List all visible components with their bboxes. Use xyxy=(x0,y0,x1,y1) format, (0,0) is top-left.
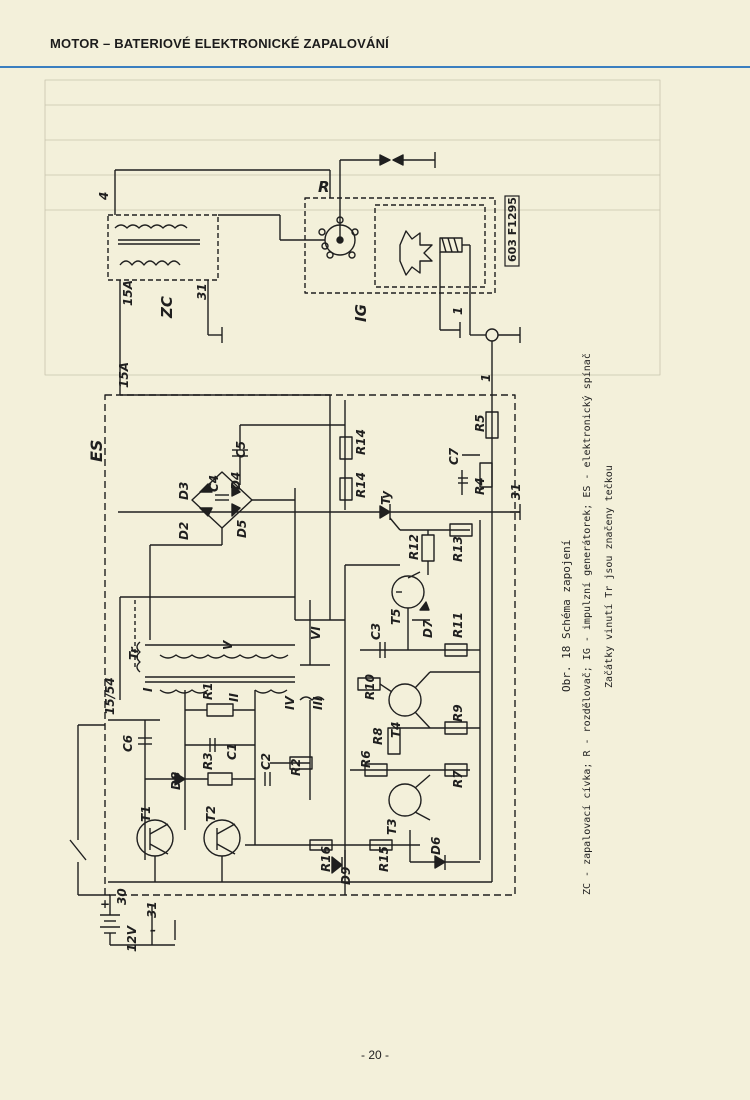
page-title: MOTOR – BATERIOVÉ ELEKTRONICKÉ ZAPALOVÁN… xyxy=(50,36,389,51)
label-terminal-31-battery: 31 xyxy=(145,901,159,918)
label-c4: C4 xyxy=(207,475,221,492)
label-terminal-30: 30 xyxy=(115,888,129,905)
label-c6: C6 xyxy=(121,735,135,752)
label-d5: D5 xyxy=(235,520,249,538)
distributor-and-pulse-generator xyxy=(218,152,521,395)
label-winding-v: V xyxy=(221,639,235,650)
label-d9: D9 xyxy=(339,867,353,885)
label-r12: R12 xyxy=(407,534,421,560)
label-r4: R4 xyxy=(473,477,487,495)
label-d6: D6 xyxy=(429,837,443,855)
page-header: MOTOR – BATERIOVÉ ELEKTRONICKÉ ZAPALOVÁN… xyxy=(0,0,750,70)
label-terminal-1-ig: 1 xyxy=(451,307,465,315)
label-winding-i: I xyxy=(141,687,155,692)
label-thyristor: Ty xyxy=(379,490,393,505)
label-r1: R1 xyxy=(201,682,215,700)
label-t5: T5 xyxy=(389,608,403,625)
label-r14-upper: R14 xyxy=(354,429,368,455)
label-15a-coil: 15A xyxy=(121,280,135,306)
label-c3: C3 xyxy=(369,623,383,640)
label-terminal-31-es: 31 xyxy=(509,483,523,500)
es-wiring xyxy=(69,395,521,946)
label-r2: R2 xyxy=(289,758,303,776)
label-c5: C5 xyxy=(234,441,248,458)
background-table xyxy=(44,79,661,376)
label-winding-ii: II xyxy=(227,693,241,702)
label-r3: R3 xyxy=(201,752,215,770)
label-c1: C1 xyxy=(225,743,239,760)
label-d2: D2 xyxy=(177,522,191,540)
label-terminal-1: 1 xyxy=(479,374,493,382)
label-15a-es: 15A xyxy=(117,362,131,388)
drawing-number-stamp: 603 F1295 xyxy=(504,195,520,267)
label-battery-minus: – xyxy=(150,923,156,937)
label-c7: C7 xyxy=(447,447,461,465)
label-d7: D7 xyxy=(421,619,435,638)
label-pulse-generator: IG xyxy=(352,304,370,322)
label-r6: R6 xyxy=(359,750,373,768)
figure-caption: Obr. 18 Schéma zapojení xyxy=(560,540,573,692)
label-r15: R15 xyxy=(377,846,391,872)
label-t4: T4 xyxy=(389,721,403,738)
label-terminal-15-54: 15/54 xyxy=(103,677,117,715)
page-number: - 20 - xyxy=(360,1048,389,1062)
label-battery-plus: + xyxy=(100,897,110,911)
label-electronic-switch: ES xyxy=(87,440,106,462)
label-winding-vi: VI xyxy=(309,626,323,640)
label-31-coil: 31 xyxy=(195,283,209,300)
label-distributor: R xyxy=(318,178,330,196)
label-transformer: Tr xyxy=(127,646,141,660)
label-r14-lower: R14 xyxy=(354,472,368,498)
label-r10: R10 xyxy=(363,674,377,700)
label-t1: T1 xyxy=(139,805,153,822)
label-r7: R7 xyxy=(451,770,465,788)
label-t2: T2 xyxy=(204,805,218,822)
label-winding-iii: III xyxy=(311,696,325,710)
label-d3: D3 xyxy=(177,482,191,500)
figure-legend: ZC - zapalovací cívka; R - rozdělovač; I… xyxy=(581,353,593,895)
label-battery-voltage: 12V xyxy=(125,924,139,952)
figure-note: Začátky vinutí Tr jsou značeny tečkou xyxy=(603,465,615,688)
label-r13: R13 xyxy=(451,536,465,562)
label-r9: R9 xyxy=(451,704,465,722)
label-d8: D8 xyxy=(169,772,183,790)
stamp-text: 603 F1295 xyxy=(506,197,519,262)
label-r16: R16 xyxy=(319,846,333,872)
label-c2: C2 xyxy=(259,753,273,770)
header-divider xyxy=(0,66,750,68)
label-terminal-4: 4 xyxy=(97,192,111,201)
label-r11: R11 xyxy=(451,612,465,638)
ignition-coil-zc xyxy=(107,169,331,395)
label-winding-iv: IV xyxy=(283,695,297,710)
label-ignition-coil: ZC xyxy=(158,296,176,319)
label-t3: T3 xyxy=(385,818,399,835)
label-d4: D4 xyxy=(229,472,243,490)
label-r8: R8 xyxy=(371,727,385,745)
label-r5: R5 xyxy=(473,414,487,432)
